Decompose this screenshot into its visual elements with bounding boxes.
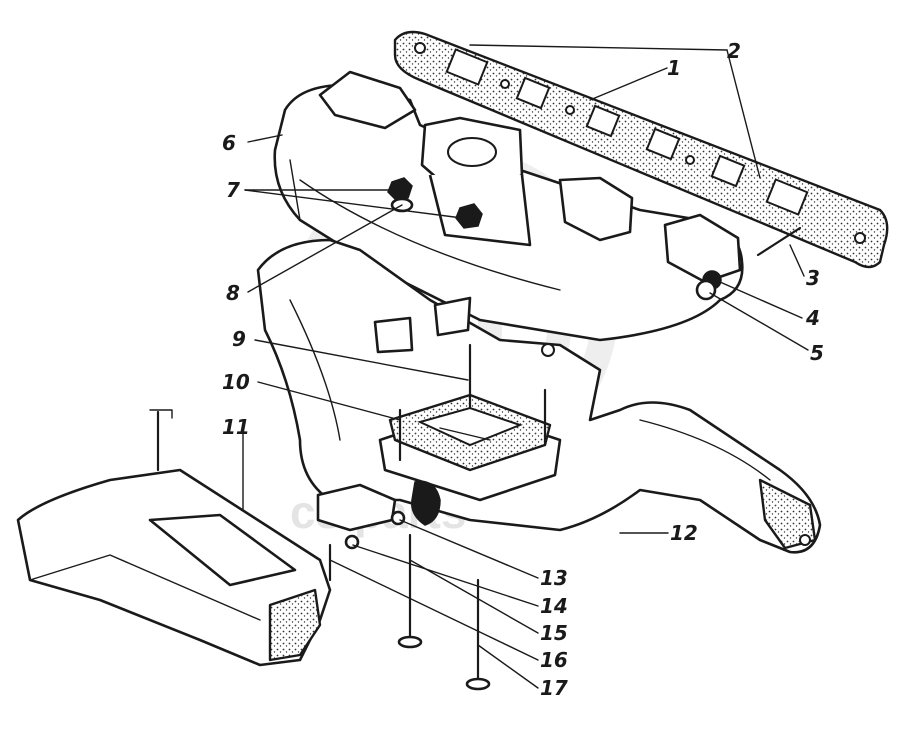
leader-9: [254, 339, 469, 381]
callout-12: 12: [670, 521, 698, 545]
leader-14: [352, 544, 539, 607]
leader-10: [257, 381, 401, 421]
carburettor-flange: [420, 116, 532, 247]
leader-16: [329, 559, 539, 661]
leader-4: [719, 281, 803, 319]
manifold-gasket: [393, 30, 889, 269]
callout-8: 8: [226, 281, 240, 305]
leader-5: [709, 292, 809, 351]
callout-14: 14: [540, 594, 568, 618]
heat-shield: [16, 409, 332, 667]
callout-labels: 1 2 3 4 5 6 7 8 9 10 11 12 13 14 15 16 1…: [222, 39, 824, 700]
leader-lines: [242, 44, 809, 689]
leader-13: [399, 519, 539, 579]
callout-16: 16: [540, 648, 568, 672]
callout-11: 11: [222, 415, 250, 439]
callout-2: 2: [727, 39, 741, 63]
nut-lower: [455, 203, 483, 229]
callout-15: 15: [540, 621, 568, 645]
bolt-long: [397, 533, 423, 649]
leader-15: [409, 559, 539, 634]
callout-6: 6: [222, 131, 236, 155]
callout-7: 7: [226, 178, 240, 202]
carburettor-studs: [398, 343, 547, 462]
carburettor-base: [378, 393, 562, 502]
nut: [387, 177, 413, 201]
leader-7b: [244, 189, 463, 219]
leader-1: [589, 67, 668, 101]
leader-2b: [726, 49, 761, 179]
callout-3: 3: [806, 266, 820, 290]
leader-17: [477, 644, 539, 689]
leader-3: [789, 244, 805, 277]
leader-6: [247, 134, 283, 143]
stud: [756, 226, 802, 257]
callout-17: 17: [540, 676, 568, 700]
callout-9: 9: [232, 327, 246, 351]
callout-4: 4: [805, 306, 820, 330]
lock-washer: [390, 510, 406, 526]
leader-8: [247, 204, 403, 293]
bolt-long-second: [465, 578, 491, 691]
callout-1: 1: [667, 56, 681, 80]
washer-right: [695, 279, 717, 301]
leader-2a: [469, 44, 728, 51]
callout-5: 5: [810, 341, 824, 365]
callout-10: 10: [222, 370, 250, 394]
callout-13: 13: [540, 566, 568, 590]
